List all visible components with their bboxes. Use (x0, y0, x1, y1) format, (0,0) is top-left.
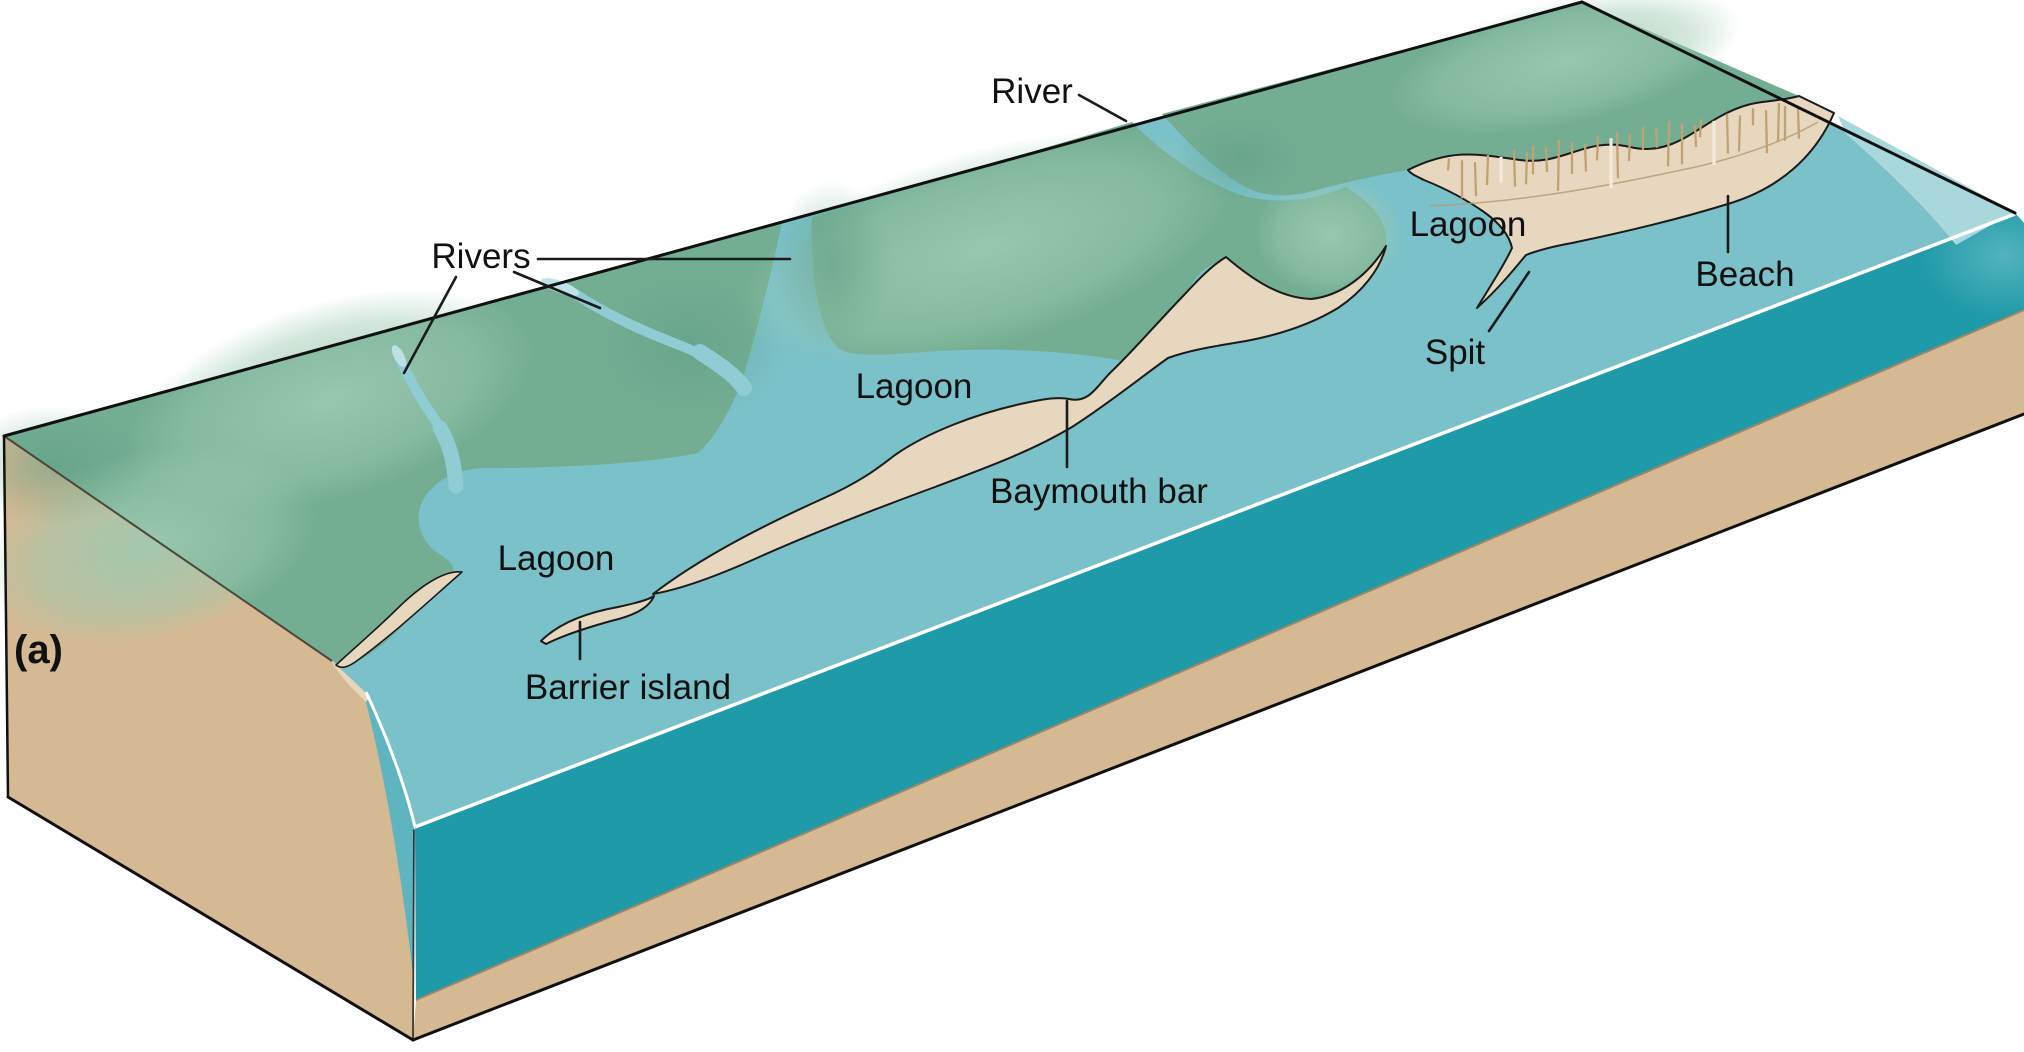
river-mid-source (541, 278, 579, 296)
baymouth-bar (652, 245, 1387, 595)
cliff-striation-mark (1485, 154, 1490, 185)
left-land-shadow-2 (0, 405, 150, 525)
top-left-edge (2, 0, 1584, 438)
headland-shadow (1175, 113, 1305, 203)
middle-land-shadow (772, 180, 892, 350)
middle-land-highlight-2 (1255, 175, 1405, 295)
cliff-striation-mark (1595, 136, 1600, 161)
shore-beach-fringe (335, 571, 463, 668)
label-spit: Spit (1425, 333, 1486, 372)
cliff-striation-mark (1583, 143, 1588, 172)
cliff-striation-mark (1615, 132, 1620, 179)
label-lagoon-east: Lagoon (1410, 205, 1527, 244)
leader-river (1077, 93, 1128, 123)
left-face-top-boundary (3, 435, 333, 662)
cliff-striation-mark (1524, 151, 1529, 185)
cliff-striation-mark (1737, 115, 1742, 152)
bottom-right-edge (411, 412, 2024, 1042)
cliff-striation-mark (1764, 110, 1769, 154)
cliff-striation-mark (1796, 107, 1801, 139)
top-surface (0, 0, 2016, 827)
leader-rivers-west (402, 275, 458, 375)
panel-label: (a) (14, 628, 63, 672)
river-mid-mouth (692, 344, 752, 396)
cliff-striation-mark (1776, 102, 1781, 142)
cliff-striation-mark (1544, 147, 1549, 173)
river-west-mouth (432, 420, 464, 494)
cliff-striation-mark (1473, 162, 1478, 197)
left-face-lagoon-water (366, 698, 414, 975)
label-barrier-island: Barrier island (525, 668, 731, 707)
cliff-striation-mark (1654, 128, 1659, 148)
left-vertical-edge (2, 434, 10, 799)
cliff-striation-mark (1693, 125, 1698, 148)
cliff-striation-mark (1698, 118, 1703, 138)
cliff-striation-mark (1627, 133, 1632, 162)
sea-level-edge-line (414, 212, 2016, 829)
cliff-striation-mark (1556, 139, 1561, 192)
label-lagoon-west: Lagoon (498, 539, 615, 578)
cliff-striation-mark (1666, 121, 1671, 167)
cliff-striation-mark (1725, 113, 1730, 154)
label-beach: Beach (1695, 255, 1794, 294)
cliff-striation-mark (1512, 149, 1517, 187)
label-lagoon-central: Lagoon (856, 367, 973, 406)
front-corner-edge (412, 829, 415, 1041)
label-river: River (991, 72, 1073, 111)
leader-rivers-mid (512, 270, 602, 310)
bottom-left-edge (6, 795, 415, 1042)
cliff-striations (1446, 102, 1801, 199)
labels: Rivers River Lagoon Lagoon Lagoon Baymou… (14, 72, 1795, 707)
headland-highlight (1389, 0, 1741, 135)
river-west-source (391, 345, 407, 367)
cliff-striation-mark (1446, 158, 1451, 171)
top-right-edge (1580, 0, 2017, 215)
leader-lines (402, 93, 1730, 661)
leader-spit (1487, 270, 1531, 333)
sea-level-edge-curve (364, 691, 417, 828)
front-face-deep-water (415, 214, 2024, 1001)
label-rivers: Rivers (431, 237, 530, 276)
label-baymouth-bar: Baymouth bar (990, 472, 1208, 511)
cliff-base-crease (1429, 121, 1819, 207)
front-face-seabed (413, 311, 2024, 1040)
seabed-top-line (415, 309, 2024, 1001)
